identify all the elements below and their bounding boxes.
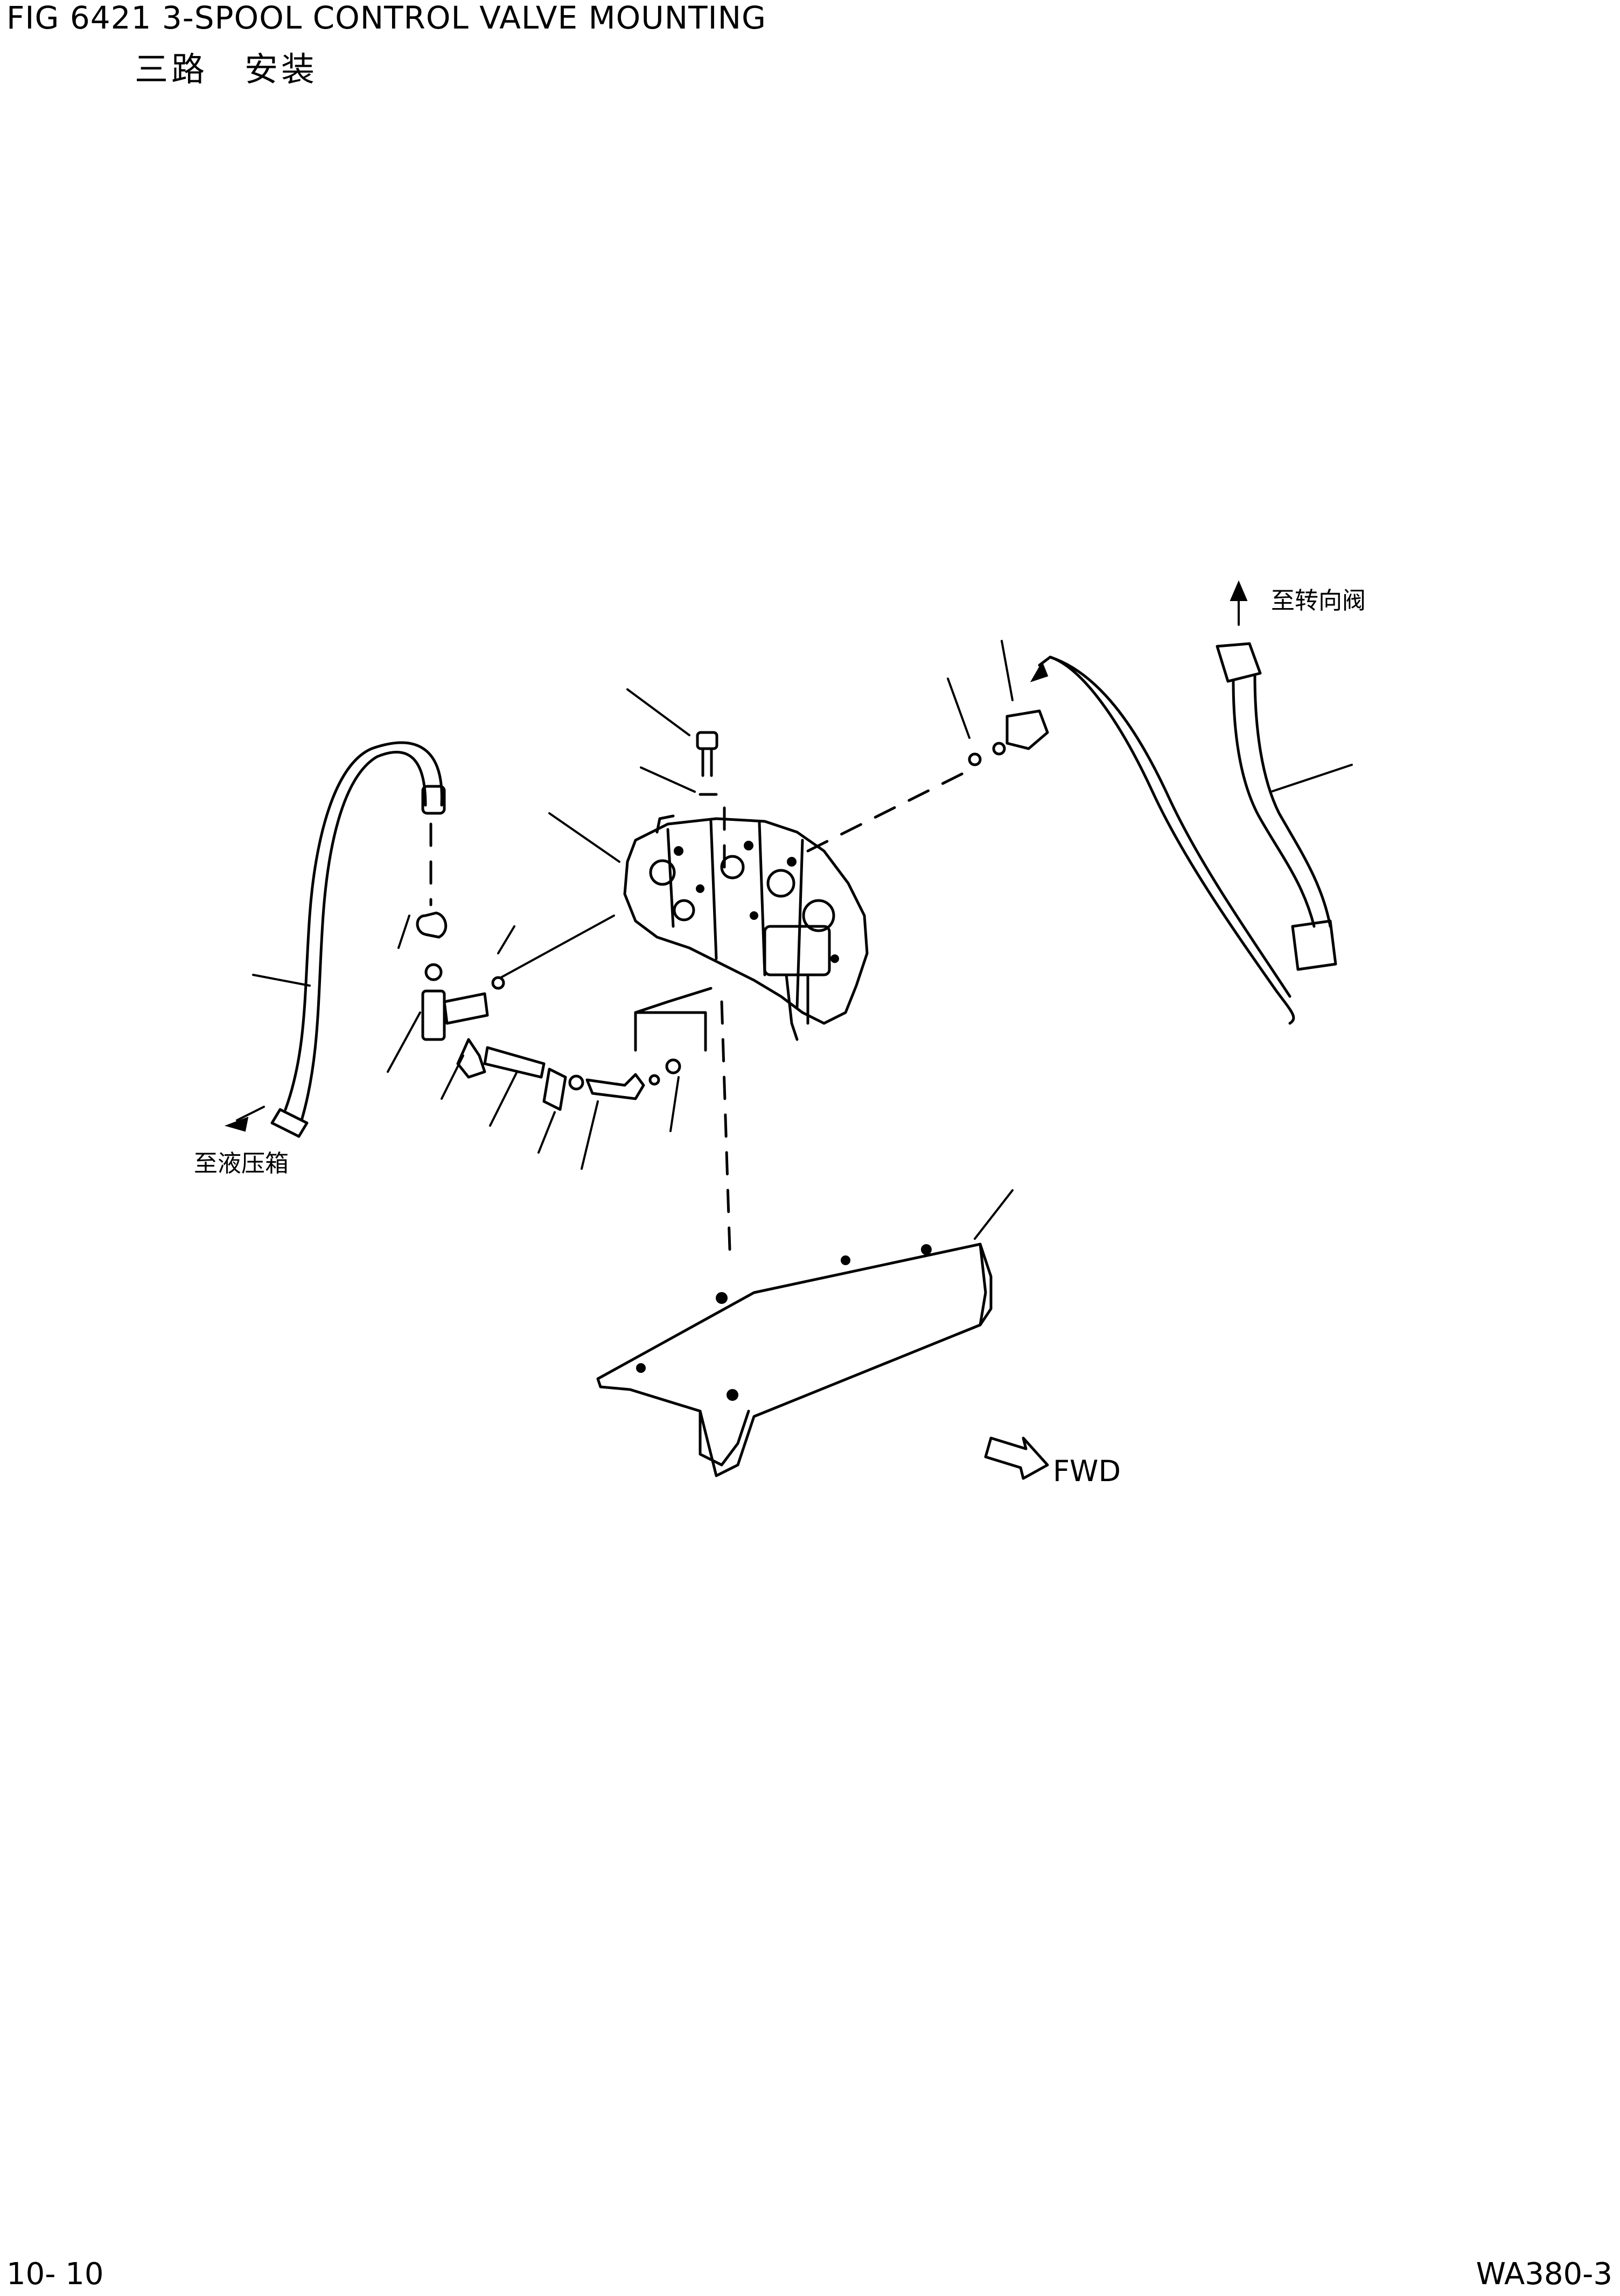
forward-direction-indicator: FWD [984, 1436, 1121, 1488]
figure-subtitle: 三路 安装 [135, 50, 318, 89]
control-valve-body [623, 814, 869, 1041]
mounting-bolt-top [626, 688, 718, 796]
mounting-plate [596, 1189, 1014, 1477]
leader-line-valve [548, 812, 620, 863]
hose-to-hydraulic-tank [224, 741, 446, 1138]
page-number: 10- 10 [6, 2257, 104, 2292]
forward-arrow-icon [984, 1436, 1049, 1480]
label-to-steering-valve: 至转向阀 [1271, 587, 1366, 615]
alignment-line-right [806, 769, 971, 853]
label-to-hydraulic-tank: 至液压箱 [194, 1150, 289, 1177]
machine-model: WA380-3 [1476, 2257, 1612, 2292]
left-fittings-assembly [387, 822, 713, 1170]
bolt-alignment-line [720, 806, 731, 1251]
forward-label: FWD [1053, 1454, 1121, 1488]
figure-title: FIG 6421 3-SPOOL CONTROL VALVE MOUNTING [6, 0, 766, 36]
hose-to-steering-valve [1216, 580, 1353, 971]
right-fitting-assembly [947, 640, 1295, 1025]
